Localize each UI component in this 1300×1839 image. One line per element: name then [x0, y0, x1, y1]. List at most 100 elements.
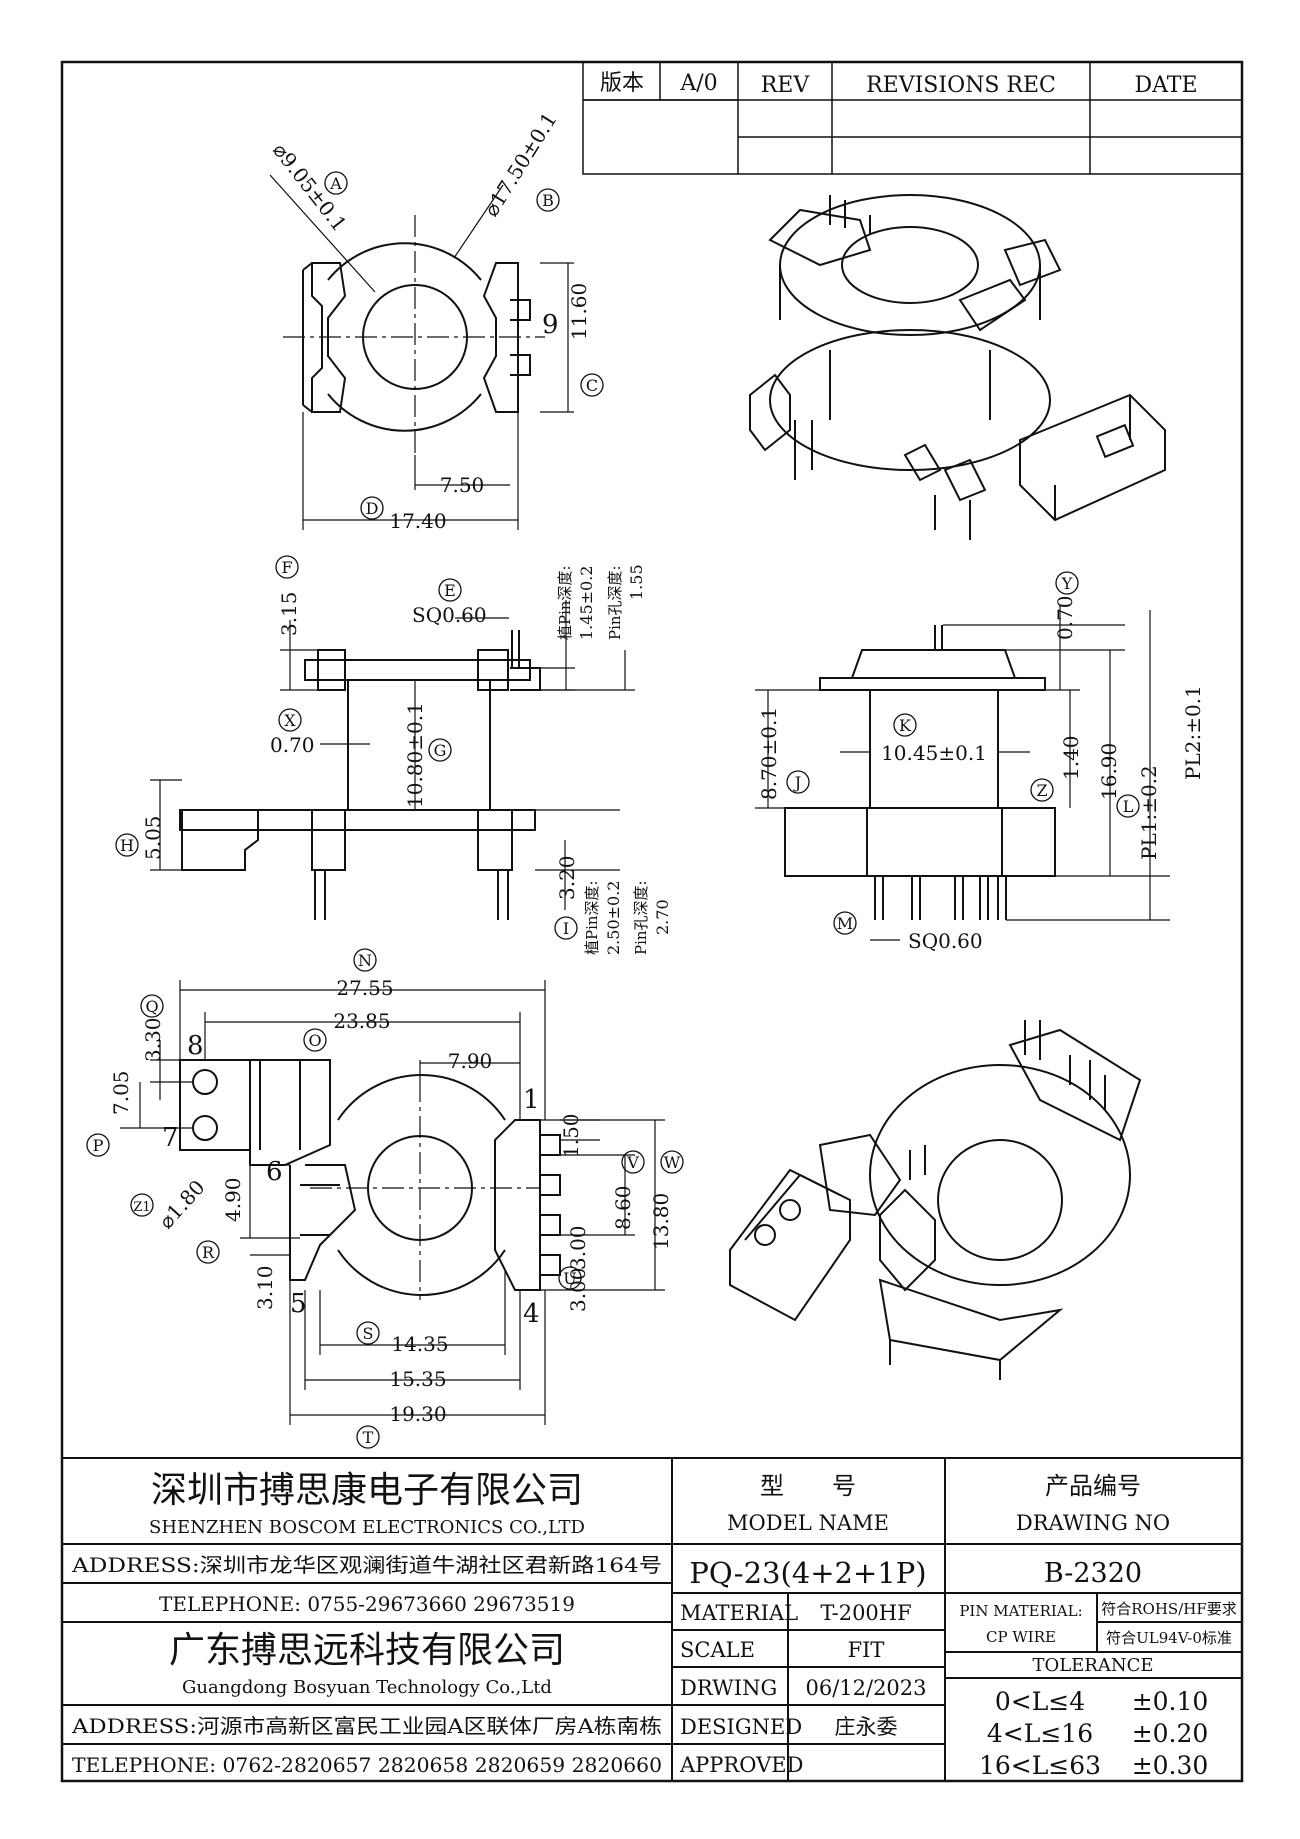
dim-3-00b: 3.00 — [566, 1267, 590, 1312]
date-header: DATE — [1134, 73, 1197, 98]
address2: ADDRESS:河源市高新区富民工业园A区联体厂房A栋南栋 — [71, 1714, 662, 1738]
front-view-text: F 3.15 E SQ0.60 植Pin深度: 1.45±0.2 Pin孔深度:… — [115, 555, 672, 955]
dim-3-10: 3.10 — [253, 1265, 277, 1310]
dim-14-35: 14.35 — [391, 1332, 448, 1356]
dim-h: 5.05 — [141, 815, 165, 860]
dim-pl2: PL2:±0.1 — [1181, 685, 1205, 780]
top-view-dims — [269, 174, 574, 530]
label-b: B — [542, 191, 554, 210]
side-view-dims — [755, 605, 1170, 941]
title-block — [62, 1457, 1242, 1781]
dim-8-60: 8.60 — [611, 1185, 635, 1230]
pin-hole-depth-2-val: 2.70 — [653, 899, 672, 935]
num-9: 9 — [542, 310, 559, 340]
revision-block — [582, 61, 1243, 175]
drwing-label: DRWING — [680, 1676, 777, 1700]
dim-f: 3.15 — [277, 591, 301, 636]
company2-cn: 广东搏思远科技有限公司 — [169, 1630, 565, 1671]
dim-m: SQ0.60 — [908, 929, 983, 953]
dim-o: 23.85 — [333, 1009, 390, 1033]
dim-16-90: 16.90 — [1097, 743, 1121, 800]
dim-3-00a: 3.00 — [566, 1225, 590, 1270]
dim-c: 11.60 — [567, 283, 591, 340]
pin-6: 6 — [266, 1157, 283, 1187]
pin-1: 1 — [523, 1085, 540, 1115]
title-block-text: 深圳市搏思康电子有限公司 SHENZHEN BOSCOM ELECTRONICS… — [71, 1470, 1237, 1780]
dim-x: 0.70 — [270, 733, 315, 757]
company2-en: Guangdong Bosyuan Technology Co.,Ltd — [182, 1677, 552, 1698]
revisions-header: REVISIONS REC — [866, 73, 1056, 98]
dim-e: SQ0.60 — [412, 603, 487, 627]
label-q: Q — [145, 997, 158, 1016]
pin-8: 8 — [187, 1031, 204, 1061]
label-l: L — [1123, 797, 1134, 816]
label-o: O — [308, 1031, 321, 1050]
tol3-value: ±0.30 — [1132, 1751, 1209, 1780]
dim-z1: ⌀1.80 — [154, 1175, 210, 1233]
tol2-range: 4<L≤16 — [987, 1719, 1093, 1748]
drawing-cn: 产品编号 — [1045, 1472, 1141, 1500]
dim-d: 17.40 — [389, 509, 446, 533]
version-label: 版本 — [600, 71, 644, 96]
side-view — [784, 625, 1056, 920]
tol1-range: 0<L≤4 — [995, 1687, 1085, 1716]
label-j: J — [793, 773, 801, 792]
isometric-view-top — [749, 194, 1166, 540]
drwing-value: 06/12/2023 — [805, 1676, 926, 1700]
pin-hole-depth-1: Pin孔深度: — [606, 565, 624, 640]
dim-i: 3.20 — [555, 855, 579, 900]
label-s: S — [363, 1324, 374, 1343]
dim-7-50: 7.50 — [440, 473, 485, 497]
material-value: T-200HF — [820, 1601, 911, 1625]
label-v: V — [626, 1153, 639, 1172]
approved-label: APPROVED — [679, 1753, 803, 1777]
label-c: C — [586, 376, 598, 395]
dim-1-50: 1.50 — [559, 1113, 583, 1158]
label-h: H — [120, 836, 134, 855]
label-w: W — [664, 1153, 681, 1172]
pin-hole-depth-2: Pin孔深度: — [632, 880, 650, 955]
label-a: A — [329, 174, 342, 193]
plant-pin-depth-1: 植Pin深度: — [556, 565, 574, 640]
front-view-dims — [150, 600, 635, 910]
top-view-text: ⌀9.05±0.1 A ⌀17.50±0.1 B 9 11.60 C 7.50 … — [268, 108, 604, 533]
plant-pin-depth-2-val: 2.50±0.2 — [604, 881, 623, 955]
material-label: MATERIAL — [680, 1601, 798, 1625]
model-en: MODEL NAME — [727, 1511, 889, 1535]
designed-value: 庄永委 — [835, 1715, 898, 1739]
rohs-note: 符合ROHS/HF要求 — [1101, 1600, 1237, 1618]
label-y: Y — [1061, 574, 1073, 593]
label-z1: Z1 — [133, 1200, 150, 1215]
dim-19-30: 19.30 — [389, 1402, 446, 1426]
pin-material-value: CP WIRE — [986, 1628, 1056, 1646]
pin-4: 4 — [523, 1299, 540, 1329]
company1-cn: 深圳市搏思康电子有限公司 — [151, 1470, 583, 1511]
top-view — [283, 215, 545, 455]
dim-pl1: PL1:±0.2 — [1137, 765, 1161, 860]
label-r: R — [202, 1243, 215, 1262]
label-e: E — [444, 581, 456, 600]
label-i: I — [563, 919, 569, 938]
tolerance-header: TOLERANCE — [1032, 1655, 1153, 1676]
plant-pin-depth-1-val: 1.45±0.2 — [577, 566, 596, 640]
dim-n: 27.55 — [336, 976, 393, 1000]
ul-note: 符合UL94V-0标准 — [1106, 1629, 1232, 1647]
front-view — [179, 630, 541, 920]
dim-15-35: 15.35 — [389, 1367, 446, 1391]
label-m: M — [837, 914, 853, 933]
label-z: Z — [1036, 781, 1047, 800]
dim-7-90: 7.90 — [448, 1049, 493, 1073]
pin-5: 5 — [290, 1289, 307, 1319]
pin-material-label: PIN MATERIAL: — [959, 1602, 1082, 1620]
bottom-view-text: N 27.55 Q 23.85 O 3.30 8 7.90 7.05 P 7 6… — [86, 948, 684, 1449]
label-n: N — [358, 951, 372, 970]
company1-en: SHENZHEN BOSCOM ELECTRONICS CO.,LTD — [149, 1517, 585, 1538]
label-d: D — [366, 499, 379, 518]
isometric-view-bottom — [729, 1020, 1142, 1380]
label-u: U — [563, 1269, 576, 1288]
dim-4-90: 4.90 — [221, 1177, 245, 1222]
dim-j: 8.70±0.1 — [757, 707, 781, 800]
label-t: T — [363, 1428, 374, 1447]
dim-7-05: 7.05 — [109, 1070, 133, 1115]
